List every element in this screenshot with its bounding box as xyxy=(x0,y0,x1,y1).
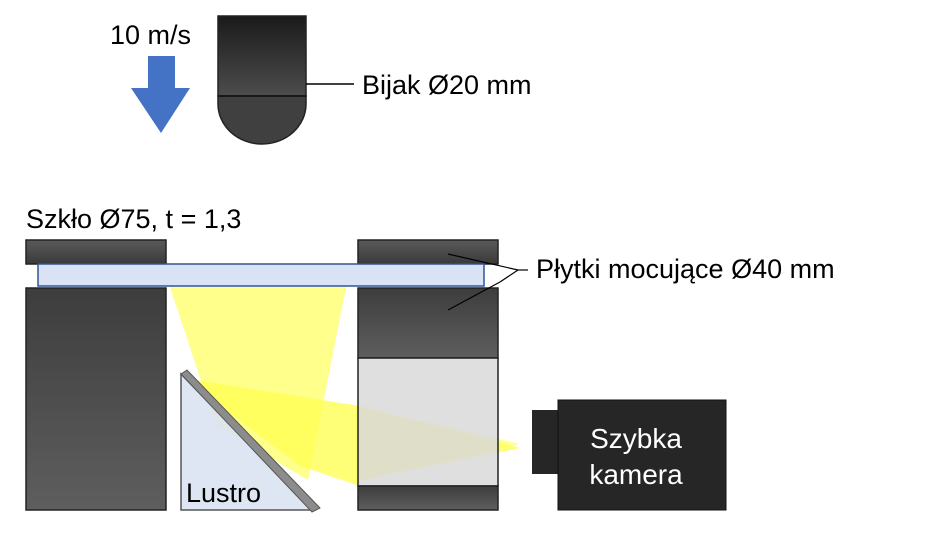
clamp-plate-top-left xyxy=(25,239,167,265)
impactor-label: Bijak Ø20 mm xyxy=(362,70,532,100)
mirror-label: Lustro xyxy=(186,478,261,508)
arrow-down-icon xyxy=(131,56,190,133)
plates-leader-lines xyxy=(447,253,528,311)
speed-label: 10 m/s xyxy=(110,20,191,50)
plates-label: Płytki mocujące Ø40 mm xyxy=(536,254,835,284)
support-block-right xyxy=(357,287,499,511)
camera-label-line1: Szybka xyxy=(590,423,682,454)
mirror xyxy=(180,369,321,513)
glass-sample xyxy=(37,263,485,287)
glass-label: Szkło Ø75, t = 1,3 xyxy=(26,204,241,234)
support-block-left xyxy=(25,287,167,511)
camera-icon xyxy=(532,399,727,511)
impactor xyxy=(217,15,307,145)
camera-label-line2: kamera xyxy=(589,459,683,490)
